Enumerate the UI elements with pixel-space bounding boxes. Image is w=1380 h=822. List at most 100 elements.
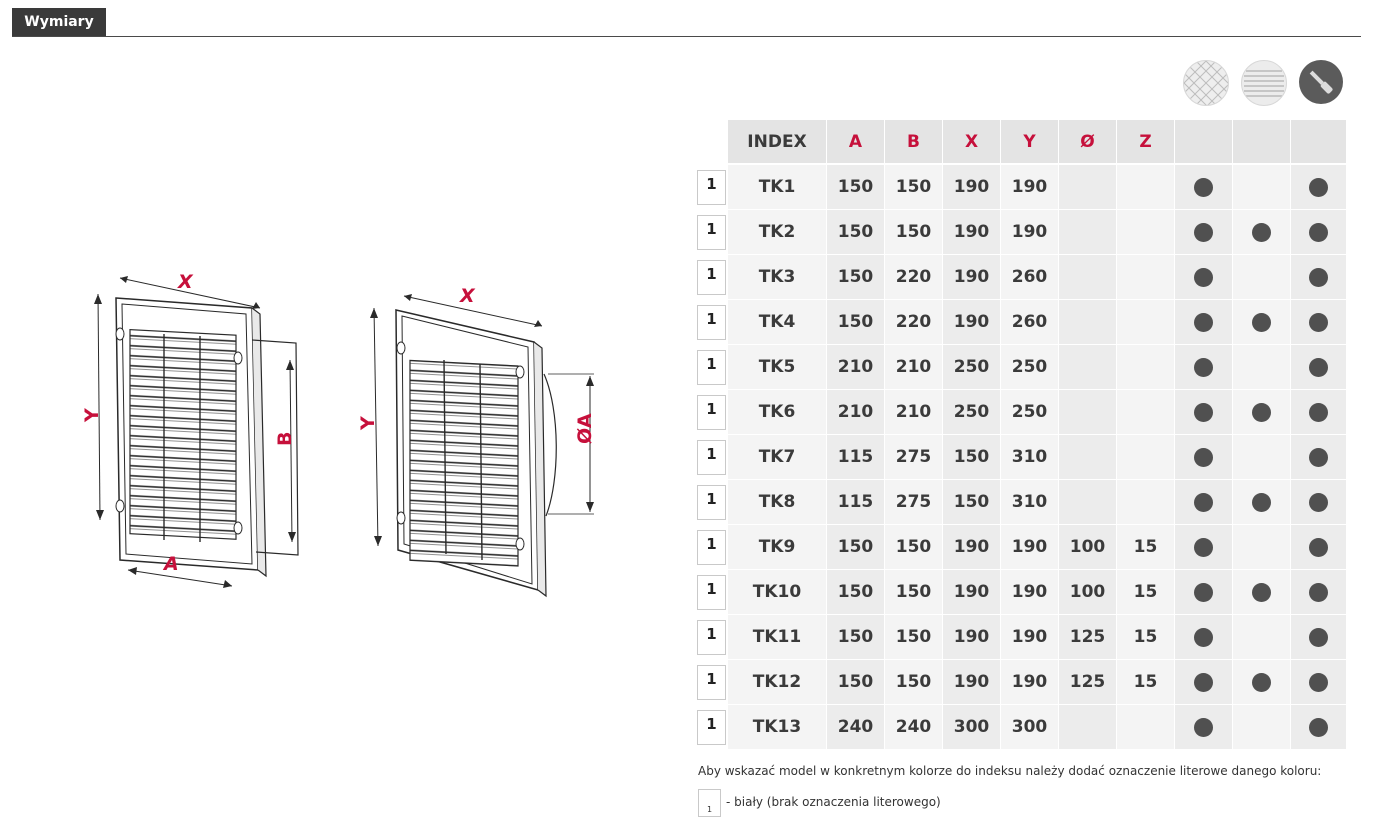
availability-dot bbox=[1309, 357, 1328, 377]
value-a: 150 bbox=[827, 255, 885, 300]
value-x: 190 bbox=[943, 300, 1001, 345]
value-diameter bbox=[1059, 300, 1117, 345]
availability-dot bbox=[1309, 447, 1328, 467]
feature-cell-f3 bbox=[1291, 525, 1347, 570]
color-swatch-white: 1 bbox=[698, 789, 721, 817]
quantity-cell: 1 bbox=[697, 570, 728, 615]
feature-cell-f3 bbox=[1291, 390, 1347, 435]
value-z bbox=[1117, 705, 1175, 750]
value-diameter: 100 bbox=[1059, 570, 1117, 615]
feature-cell-f1 bbox=[1175, 480, 1233, 525]
table-header-cell: Z bbox=[1117, 120, 1175, 164]
value-b: 275 bbox=[885, 480, 943, 525]
availability-dot bbox=[1194, 177, 1213, 197]
quantity-input[interactable]: 1 bbox=[697, 259, 726, 295]
feature-cell-f1 bbox=[1175, 345, 1233, 390]
feature-cell-f1 bbox=[1175, 300, 1233, 345]
value-z bbox=[1117, 345, 1175, 390]
availability-dot bbox=[1309, 627, 1328, 647]
value-z: 15 bbox=[1117, 615, 1175, 660]
value-b: 220 bbox=[885, 300, 943, 345]
feature-cell-f2 bbox=[1233, 570, 1291, 615]
availability-dot bbox=[1194, 717, 1213, 737]
quantity-input[interactable]: 1 bbox=[697, 619, 726, 655]
value-z: 15 bbox=[1117, 660, 1175, 705]
quantity-input[interactable]: 1 bbox=[697, 484, 726, 520]
index-cell: TK4 bbox=[728, 300, 827, 345]
value-z bbox=[1117, 255, 1175, 300]
feature-cell-f2 bbox=[1233, 345, 1291, 390]
value-y: 250 bbox=[1001, 390, 1059, 435]
quantity-input[interactable]: 1 bbox=[697, 304, 726, 340]
quantity-input[interactable]: 1 bbox=[697, 214, 726, 250]
value-x: 150 bbox=[943, 480, 1001, 525]
feature-cell-f3 bbox=[1291, 255, 1347, 300]
quantity-cell: 1 bbox=[697, 525, 728, 570]
value-diameter bbox=[1059, 165, 1117, 210]
value-x: 250 bbox=[943, 345, 1001, 390]
value-a: 150 bbox=[827, 165, 885, 210]
feature-cell-f3 bbox=[1291, 660, 1347, 705]
table-header-cell: A bbox=[827, 120, 885, 164]
availability-dot bbox=[1309, 717, 1328, 737]
value-z bbox=[1117, 210, 1175, 255]
availability-dot bbox=[1194, 402, 1213, 422]
value-x: 190 bbox=[943, 165, 1001, 210]
value-diameter: 125 bbox=[1059, 660, 1117, 705]
value-diameter bbox=[1059, 435, 1117, 480]
value-diameter bbox=[1059, 345, 1117, 390]
availability-dot bbox=[1309, 402, 1328, 422]
value-a: 150 bbox=[827, 210, 885, 255]
technical-drawing: X Y B A X Y ØA bbox=[81, 271, 596, 598]
feature-cell-f3 bbox=[1291, 570, 1347, 615]
feature-cell-f1 bbox=[1175, 615, 1233, 660]
value-y: 190 bbox=[1001, 615, 1059, 660]
value-y: 260 bbox=[1001, 255, 1059, 300]
value-x: 190 bbox=[943, 255, 1001, 300]
quantity-input[interactable]: 1 bbox=[697, 394, 726, 430]
quantity-cell: 1 bbox=[697, 660, 728, 705]
value-diameter bbox=[1059, 705, 1117, 750]
index-cell: TK7 bbox=[728, 435, 827, 480]
availability-dot bbox=[1194, 672, 1213, 692]
color-note: Aby wskazać model w konkretnym kolorze d… bbox=[698, 764, 1322, 778]
value-y: 310 bbox=[1001, 435, 1059, 480]
feature-cell-f1 bbox=[1175, 210, 1233, 255]
table-header-cell: B bbox=[885, 120, 943, 164]
value-diameter bbox=[1059, 210, 1117, 255]
quantity-cell: 1 bbox=[697, 210, 728, 255]
feature-cell-f3 bbox=[1291, 705, 1347, 750]
availability-dot bbox=[1194, 267, 1213, 287]
availability-dot bbox=[1309, 672, 1328, 692]
quantity-input[interactable]: 1 bbox=[697, 709, 726, 745]
mesh-icon bbox=[1183, 60, 1229, 106]
table-header-cell bbox=[1291, 120, 1347, 164]
value-y: 190 bbox=[1001, 525, 1059, 570]
quantity-input[interactable]: 1 bbox=[697, 664, 726, 700]
value-x: 250 bbox=[943, 390, 1001, 435]
quantity-input[interactable]: 1 bbox=[697, 169, 726, 205]
feature-cell-f2 bbox=[1233, 480, 1291, 525]
availability-dot bbox=[1309, 267, 1328, 287]
feature-cell-f2 bbox=[1233, 435, 1291, 480]
quantity-input[interactable]: 1 bbox=[697, 529, 726, 565]
feature-cell-f3 bbox=[1291, 345, 1347, 390]
availability-dot bbox=[1252, 402, 1271, 422]
quantity-cell: 1 bbox=[697, 165, 728, 210]
availability-dot bbox=[1252, 222, 1271, 242]
quantity-input[interactable]: 1 bbox=[697, 574, 726, 610]
value-a: 150 bbox=[827, 525, 885, 570]
value-a: 150 bbox=[827, 300, 885, 345]
feature-cell-f1 bbox=[1175, 570, 1233, 615]
value-a: 115 bbox=[827, 480, 885, 525]
value-a: 115 bbox=[827, 435, 885, 480]
quantity-input[interactable]: 1 bbox=[697, 349, 726, 385]
table-header-cell: Y bbox=[1001, 120, 1059, 164]
availability-dot bbox=[1309, 222, 1328, 242]
quantity-input[interactable]: 1 bbox=[697, 439, 726, 475]
feature-cell-f3 bbox=[1291, 210, 1347, 255]
availability-dot bbox=[1309, 492, 1328, 512]
availability-dot bbox=[1309, 312, 1328, 332]
feature-cell-f1 bbox=[1175, 525, 1233, 570]
